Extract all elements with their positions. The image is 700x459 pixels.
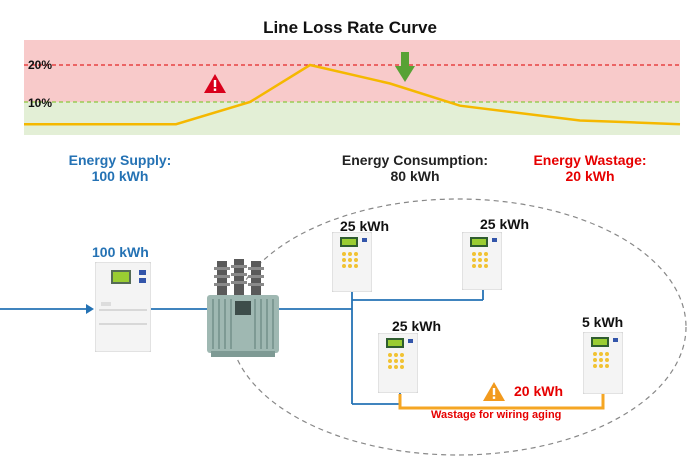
meter-3-reading: 25 kWh <box>392 318 442 334</box>
chart-title: Line Loss Rate Curve <box>263 18 437 37</box>
meter-4-icon <box>582 331 624 395</box>
transformer-icon <box>207 259 279 357</box>
meter-1-reading: 25 kWh <box>340 218 390 234</box>
wastage-summary: Energy Wastage: 20 kWh <box>515 152 665 184</box>
warning-icon <box>204 74 226 93</box>
meter-4-reading: 5 kWh <box>582 314 624 330</box>
main-meter-icon <box>94 261 152 353</box>
supply-arrow-icon <box>86 304 94 314</box>
meter-3-icon <box>377 332 419 394</box>
supply-summary: Energy Supply: 100 kWh <box>40 152 200 184</box>
consumption-label: Energy Consumption: <box>341 152 489 168</box>
supply-value: 100 kWh <box>91 168 149 184</box>
wastage-warning-icon <box>483 382 505 401</box>
chart-zone-high <box>24 40 680 102</box>
aging-wire <box>398 394 605 410</box>
wastage-note: Wastage for wiring aging <box>431 409 562 421</box>
meter-1-icon <box>331 231 373 293</box>
meter-2-icon <box>461 231 503 291</box>
level-20-label: 20% <box>28 58 53 72</box>
wastage-value: 20 kWh <box>565 168 615 184</box>
wastage-amount: 20 kWh <box>514 383 564 399</box>
wastage-label: Energy Wastage: <box>533 152 647 168</box>
chart-zone-low <box>24 102 680 135</box>
consumption-summary: Energy Consumption: 80 kWh <box>320 152 510 184</box>
meter-2-reading: 25 kWh <box>480 216 530 232</box>
level-10-label: 10% <box>28 96 53 110</box>
loss-rate-line <box>24 63 681 126</box>
consumption-value: 80 kWh <box>390 168 440 184</box>
down-arrow-icon <box>395 52 415 82</box>
main-meter-reading: 100 kWh <box>92 244 149 260</box>
supply-label: Energy Supply: <box>68 152 172 168</box>
